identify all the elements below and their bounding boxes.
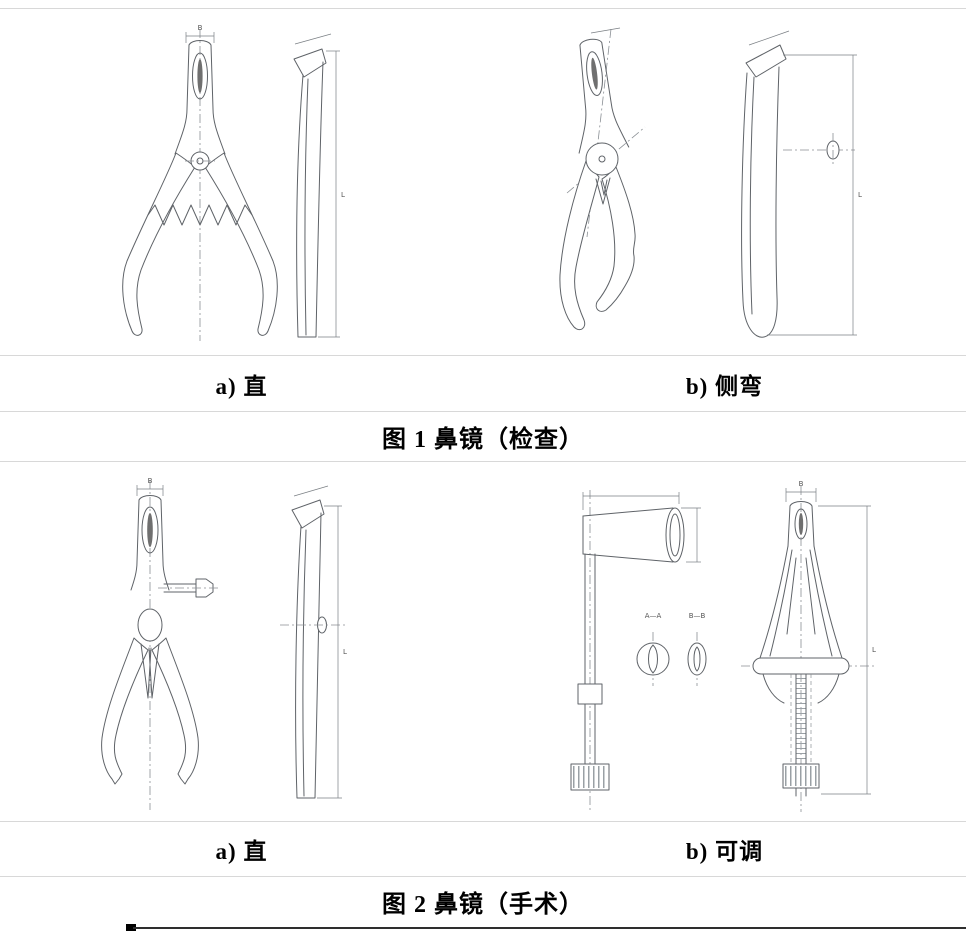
- figure-2-caption: 图 2 鼻镜（手术）: [382, 892, 584, 918]
- side-view: L: [280, 485, 348, 799]
- dim-label-width: B: [198, 24, 203, 32]
- figure-2-drawings-row: B: [0, 462, 966, 821]
- section-label-b: B—B: [689, 612, 706, 620]
- dim-label-length: L: [858, 191, 862, 199]
- page-bottom-rule: [133, 927, 966, 929]
- figure-1-caption: 图 1 鼻镜（检查）: [382, 427, 584, 453]
- bottom-left-mark: [126, 924, 136, 931]
- dim-label-length: L: [341, 191, 345, 199]
- figure-2b-label: b) 可调: [685, 839, 764, 864]
- horizontal-rule: [0, 8, 966, 9]
- figure-1a-drawing: B: [122, 24, 345, 341]
- dim-label-length: L: [872, 646, 876, 654]
- horizontal-rule: [0, 355, 966, 356]
- figure-1a-cell: B: [0, 9, 483, 355]
- figure-2-label-row: a) 直 b) 可调: [0, 822, 966, 876]
- figure-1-label-row: a) 直 b) 侧弯: [0, 356, 966, 411]
- section-views: A—A B—B: [636, 612, 707, 686]
- figure-1a-label: a) 直: [215, 373, 268, 399]
- figure-2a-cell: B: [0, 462, 483, 821]
- figure-2b-drawing: A—A B—B B: [570, 480, 876, 812]
- front-view: B: [122, 24, 278, 341]
- dim-label-width: B: [799, 480, 804, 488]
- horizontal-rule: [0, 411, 966, 412]
- figure-2b-cell: A—A B—B B: [483, 462, 966, 821]
- dim-label-length: L: [343, 648, 347, 656]
- horizontal-rule: [0, 821, 966, 822]
- figure-1-drawings-row: B: [0, 9, 966, 355]
- section-label-a: A—A: [645, 612, 662, 620]
- dim-label-width: B: [148, 477, 153, 485]
- cone-side-view: [570, 490, 701, 810]
- horizontal-rule: [0, 876, 966, 877]
- horizontal-rule: [0, 461, 966, 462]
- figure-1b-drawing: L: [559, 27, 862, 338]
- side-view: L: [293, 33, 345, 338]
- figure-2a-drawing: B: [101, 477, 348, 810]
- figure-1b-label: b) 侧弯: [685, 373, 764, 399]
- front-view: B: [741, 480, 876, 812]
- front-view: B: [101, 477, 220, 810]
- front-view: [559, 27, 646, 331]
- figure-1b-cell: L: [483, 9, 966, 355]
- figure-2a-label: a) 直: [215, 839, 268, 864]
- side-view: L: [741, 30, 862, 338]
